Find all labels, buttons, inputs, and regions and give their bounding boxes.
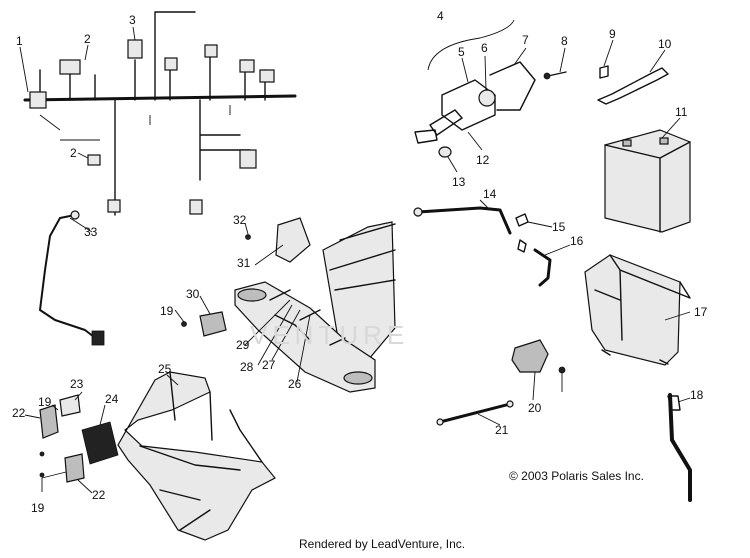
battery-bracket <box>597 65 669 105</box>
callout-12: 12 <box>476 153 490 167</box>
callout-4: 4 <box>437 9 444 23</box>
callout-19b: 19 <box>38 395 52 409</box>
callout-22a: 22 <box>12 406 26 420</box>
callout-31: 31 <box>237 256 251 270</box>
module-30 <box>181 311 227 337</box>
callout-27: 27 <box>262 358 276 372</box>
callout-3: 3 <box>129 13 136 27</box>
callout-22b: 22 <box>92 488 106 502</box>
electronics-box <box>245 217 311 263</box>
callout-14: 14 <box>483 187 497 201</box>
cdi-bracket-assembly <box>39 394 119 483</box>
callout-8: 8 <box>561 34 568 48</box>
callout-30: 30 <box>186 287 200 301</box>
main-frame <box>117 371 276 541</box>
battery-box <box>584 254 691 366</box>
battery <box>604 129 691 233</box>
callout-18: 18 <box>690 388 704 402</box>
callout-33: 33 <box>84 225 98 239</box>
starter-relay <box>436 339 566 426</box>
callout-17: 17 <box>694 305 708 319</box>
relay-bracket-assembly <box>414 19 567 158</box>
callout-labels: 1 2 2 3 4 5 6 7 8 9 10 11 12 13 14 15 16… <box>12 9 708 515</box>
callout-16: 16 <box>570 234 584 248</box>
callout-25: 25 <box>158 362 172 376</box>
callout-11: 11 <box>675 105 688 119</box>
callout-32: 32 <box>233 213 247 227</box>
callout-20: 20 <box>528 401 542 415</box>
callout-5: 5 <box>458 45 465 59</box>
callout-29: 29 <box>236 338 250 352</box>
rendered-by-credit: Rendered by LeadVenture, Inc. <box>299 537 466 551</box>
battery-cables <box>413 206 552 287</box>
harness-cable-33 <box>39 210 105 346</box>
callout-19c: 19 <box>31 501 45 515</box>
callout-9: 9 <box>609 27 616 41</box>
callout-19a: 19 <box>160 304 174 318</box>
callout-26: 26 <box>288 377 302 391</box>
callout-15: 15 <box>552 220 566 234</box>
callout-10: 10 <box>658 37 672 51</box>
callout-6: 6 <box>481 41 488 55</box>
callout-1: 1 <box>16 34 23 48</box>
watermark: VENTURE <box>250 320 410 350</box>
vent-hose <box>667 393 692 502</box>
wiring-harness <box>23 11 297 216</box>
callout-24: 24 <box>105 392 119 406</box>
callout-13: 13 <box>452 175 466 189</box>
callout-2b: 2 <box>70 146 77 160</box>
callout-7: 7 <box>522 33 529 47</box>
callout-23: 23 <box>70 377 84 391</box>
leader-lines <box>19 26 691 494</box>
callout-2: 2 <box>84 32 91 46</box>
mount-frame <box>234 221 396 393</box>
copyright-notice: © 2003 Polaris Sales Inc. <box>509 469 644 483</box>
callout-28: 28 <box>240 360 254 374</box>
callout-21: 21 <box>495 423 509 437</box>
